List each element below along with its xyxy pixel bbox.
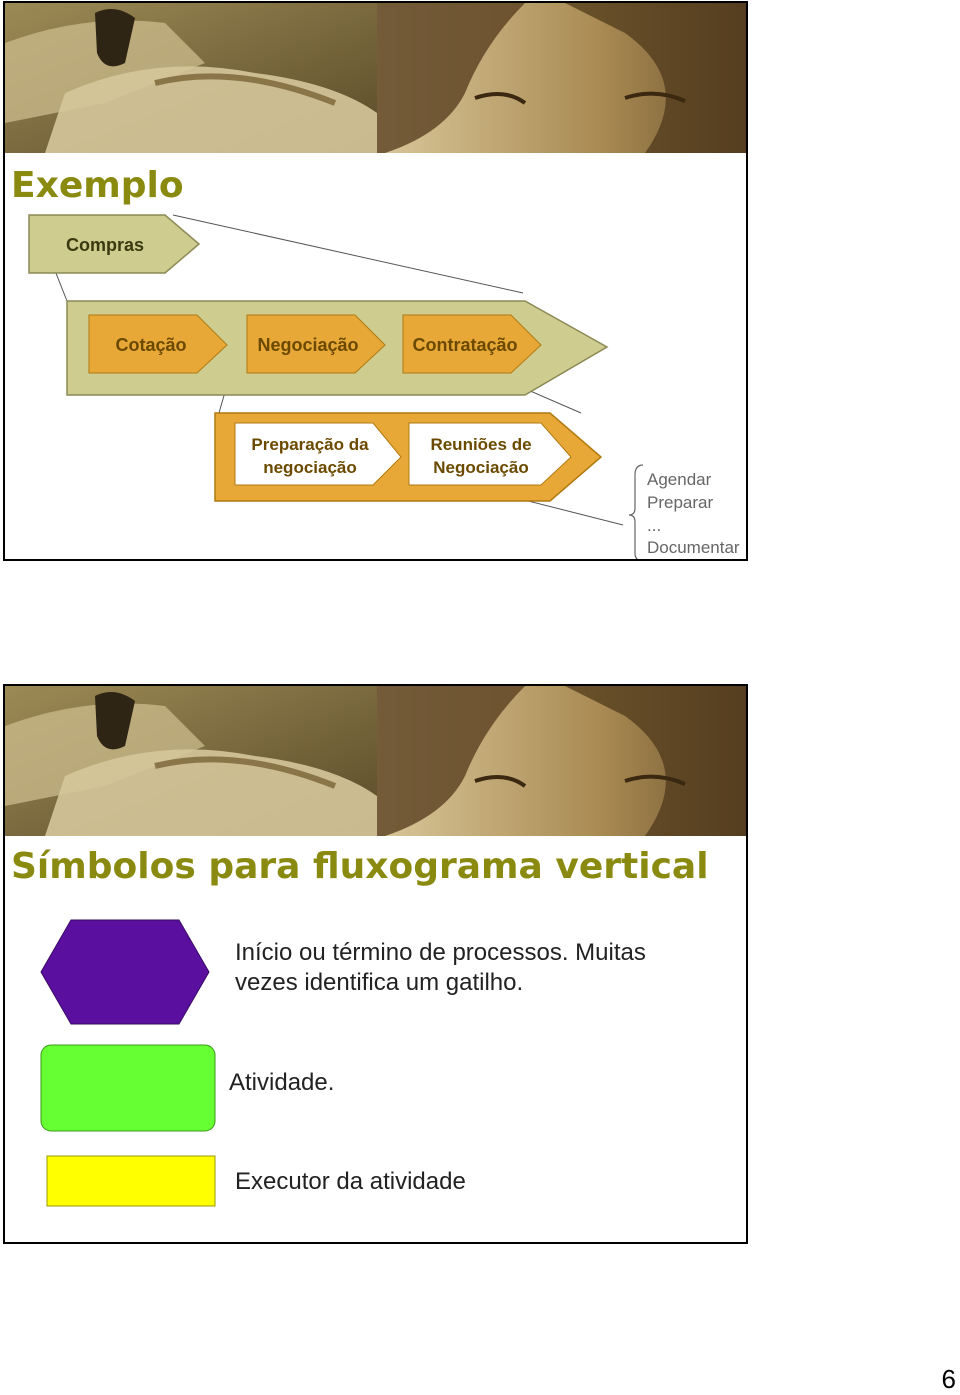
svg-text:Negociação: Negociação	[257, 335, 358, 355]
negociacao-shape: Negociação	[246, 314, 386, 374]
svg-text:Contratação: Contratação	[412, 335, 517, 355]
slide-simbolos: Símbolos para fluxograma vertical Início…	[3, 684, 748, 1244]
reunioes-shape: Reuniões de Negociação	[408, 422, 572, 486]
task-agendar: Agendar	[647, 470, 712, 489]
slide-exemplo: Exemplo Compras Cotação Negociação Contr…	[3, 1, 748, 561]
task-preparar: Preparar	[647, 493, 713, 512]
page-number: 6	[941, 1364, 956, 1394]
task-documentar: Documentar	[647, 538, 740, 557]
task-list: Agendar Preparar ... Documentar	[647, 470, 740, 557]
svg-text:Preparação da: Preparação da	[251, 435, 369, 454]
photo-banner	[5, 3, 746, 153]
svg-text:Negociação: Negociação	[433, 458, 528, 477]
slide-title: Exemplo	[11, 165, 184, 206]
svg-text:Cotação: Cotação	[115, 335, 186, 355]
svg-text:negociação: negociação	[263, 458, 357, 477]
activity-description: Atividade.	[229, 1069, 335, 1096]
process-diagram: Compras Cotação Negociação Contratação P…	[28, 214, 740, 559]
preparacao-shape: Preparação da negociação	[234, 422, 402, 486]
slide-title: Símbolos para fluxograma vertical	[11, 846, 709, 887]
symbol-shapes	[40, 919, 216, 1207]
executor-symbol	[46, 1155, 216, 1207]
cotacao-shape: Cotação	[88, 314, 228, 374]
contratacao-shape: Contratação	[402, 314, 542, 374]
compras-label: Compras	[66, 235, 144, 255]
brace-icon	[628, 464, 644, 559]
compras-shape: Compras	[28, 214, 201, 274]
hexagon-symbol	[40, 919, 210, 1025]
photo-banner	[5, 686, 746, 836]
svg-text:Reuniões de: Reuniões de	[430, 435, 531, 454]
activity-symbol	[40, 1044, 216, 1132]
hexagon-description: Início ou término de processos. Muitas v…	[235, 939, 646, 996]
executor-description: Executor da atividade	[235, 1168, 466, 1195]
task-ellipsis: ...	[647, 516, 661, 535]
